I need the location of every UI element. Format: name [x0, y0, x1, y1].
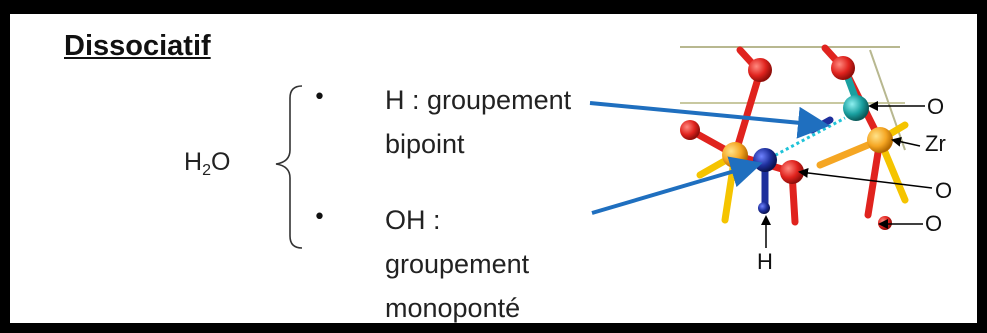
molecular-model [680, 44, 909, 230]
label-zr: Zr [925, 131, 946, 156]
left-brace [275, 85, 303, 249]
formula-subscript: 2 [202, 162, 211, 179]
bullet-1: • [313, 85, 326, 110]
label-o-mid: O [935, 178, 953, 203]
label-h: H [757, 249, 773, 274]
item1-line1: H : groupement [385, 85, 572, 115]
formula-main: H [184, 148, 203, 176]
formula-tail: O [210, 148, 231, 176]
arrow-h-to-bridge [589, 101, 830, 139]
leader-zr [891, 136, 921, 147]
label-o-bottom: O [925, 211, 943, 236]
item-h-bipoint: H : groupement bipoint [385, 78, 571, 166]
bullet-2: • [313, 205, 326, 230]
leader-o-mid [798, 167, 933, 189]
item-oh-monoponte: OH : groupement monoponté [385, 198, 529, 330]
title: Dissociatif [64, 30, 211, 62]
item2-line3: monoponté [385, 293, 521, 323]
water-formula: H2O [184, 148, 230, 180]
item1-line2: bipoint [385, 129, 465, 159]
item2-line1: OH : [385, 205, 441, 235]
label-o-top: O [927, 94, 945, 119]
item2-line2: groupement [385, 249, 530, 279]
arrow-oh-to-atom [591, 156, 763, 215]
